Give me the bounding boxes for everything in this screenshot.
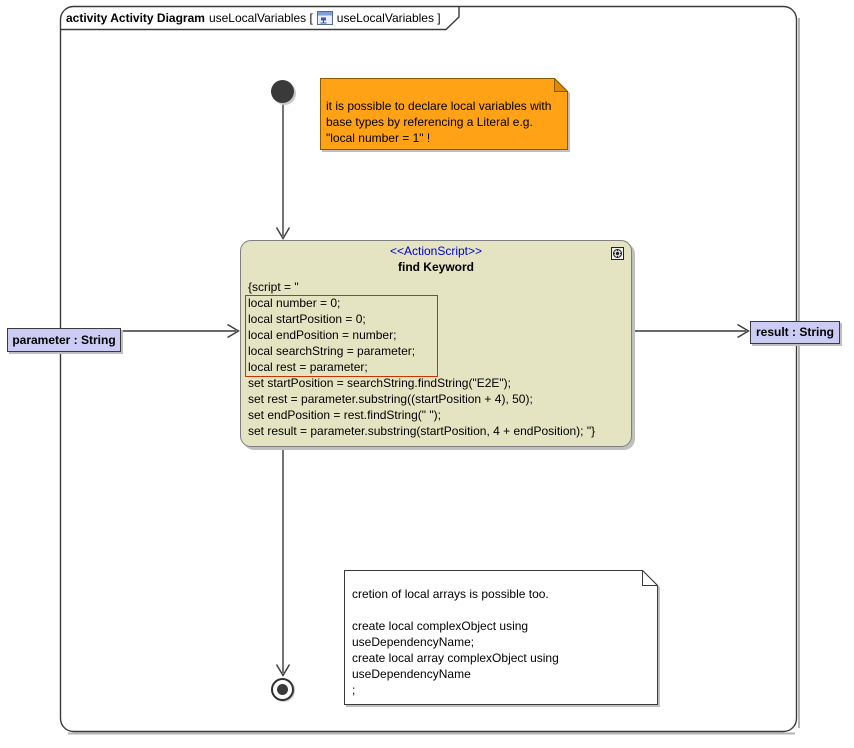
control-flow-initial-to-action[interactable]: [275, 103, 291, 240]
note-line: useDependencyName: [352, 667, 471, 681]
script-line: local number = 0;: [248, 296, 341, 310]
note-line: "local number = 1" !: [326, 131, 431, 145]
action-node-find-keyword[interactable]: <<ActionScript>> find Keyword {script = …: [240, 240, 632, 447]
frame-ref-label: useLocalVariables ]: [336, 11, 441, 25]
script-line: set result = parameter.substring(startPo…: [248, 424, 596, 438]
activity-final-node[interactable]: [271, 678, 294, 701]
frame-title[interactable]: activity Activity Diagram useLocalVariab…: [66, 9, 441, 27]
note-shape-white: [344, 569, 659, 705]
activity-diagram-icon: [316, 10, 333, 25]
note-local-arrays[interactable]: cretion of local arrays is possible too.…: [344, 569, 659, 705]
action-script: {script = " local number = 0; local star…: [248, 279, 595, 439]
note-line: [352, 602, 559, 618]
script-line: {script = ": [248, 280, 299, 294]
action-name: find Keyword: [397, 260, 474, 274]
frame-kind-label: activity Activity Diagram: [66, 11, 205, 25]
final-node-dot: [277, 684, 288, 695]
object-flow-parameter-to-action[interactable]: [121, 323, 240, 339]
note-line: base types by referencing a Literal e.g.: [326, 115, 533, 129]
note-local-variables[interactable]: it is possible to declare local variable…: [320, 77, 569, 150]
behavior-icon: [611, 247, 624, 260]
note-line: cretion of local arrays is possible too.: [352, 587, 549, 601]
action-stereotype: <<ActionScript>>: [389, 244, 483, 258]
note-line: useDependencyName;: [352, 635, 475, 649]
note-fold-corner: [642, 569, 659, 586]
note-shape-orange: [320, 77, 569, 150]
note-local-variables-text: it is possible to declare local variable…: [326, 98, 551, 146]
note-line: create local array complexObject using: [352, 651, 559, 665]
local-variables-highlight-rect[interactable]: [245, 295, 438, 377]
object-node-parameter[interactable]: parameter : String: [7, 328, 121, 352]
script-line: local endPosition = number;: [248, 328, 397, 342]
script-line: set endPosition = rest.findString(" ");: [248, 408, 441, 422]
frame-name-label: useLocalVariables [: [208, 11, 313, 25]
note-fold-corner: [554, 77, 569, 92]
script-line: local rest = parameter;: [248, 360, 368, 374]
object-flow-action-to-result[interactable]: [633, 323, 750, 339]
script-line: local searchString = parameter;: [248, 344, 416, 358]
script-line: local startPosition = 0;: [248, 312, 366, 326]
note-line: create local complexObject using: [352, 619, 529, 633]
object-node-result[interactable]: result : String: [750, 321, 840, 344]
note-local-arrays-text: cretion of local arrays is possible too.…: [352, 586, 559, 698]
initial-node[interactable]: [271, 80, 294, 103]
script-line: set startPosition = searchString.findStr…: [248, 376, 511, 390]
script-line: set rest = parameter.substring((startPos…: [248, 392, 533, 406]
control-flow-action-to-final[interactable]: [275, 448, 291, 677]
note-line: it is possible to declare local variable…: [326, 99, 552, 113]
note-line: ;: [352, 683, 356, 697]
